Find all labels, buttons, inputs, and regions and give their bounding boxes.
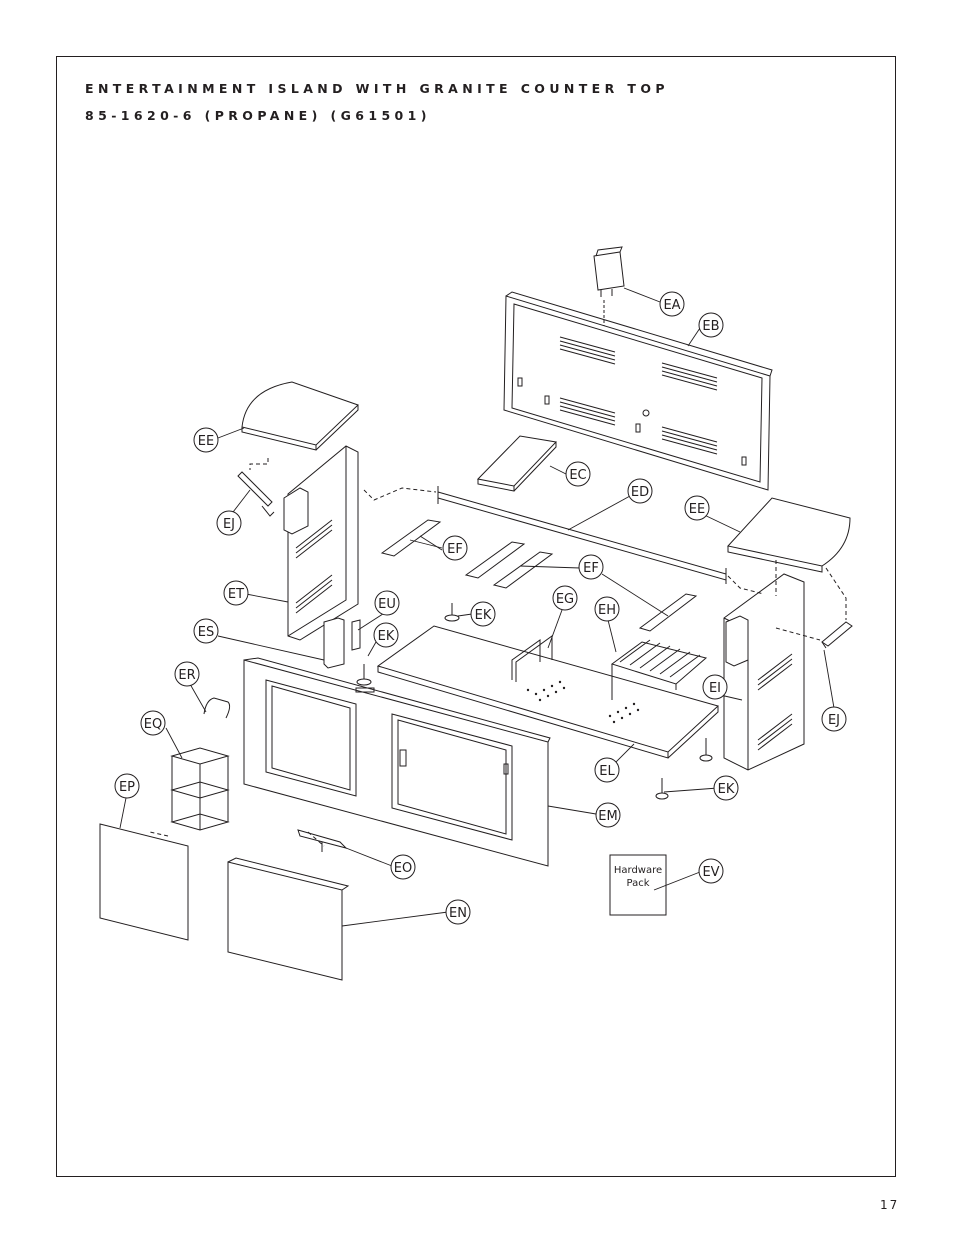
hardware-pack-line1: Hardware: [614, 865, 662, 876]
diagram-subtitle: 85-1620-6 (PROPANE) (G61501): [85, 108, 431, 123]
callout-en: EN: [445, 899, 471, 925]
callout-ee-right: EE: [684, 495, 710, 521]
svg-text:EK: EK: [718, 782, 735, 797]
callout-es: ES: [193, 618, 219, 644]
svg-text:EU: EU: [378, 597, 396, 612]
part-ej-left-bracket: [237, 471, 275, 517]
svg-text:EL: EL: [599, 764, 615, 779]
part-eg-bracket: [511, 635, 553, 682]
callout-ek-2: EK: [373, 622, 399, 648]
callout-eg: EG: [552, 585, 578, 611]
callout-ei: EI: [702, 674, 728, 700]
callout-ep: EP: [114, 773, 140, 799]
svg-text:EJ: EJ: [828, 713, 840, 728]
part-ek-feet: [356, 603, 713, 800]
callout-ef-2: EF: [578, 554, 604, 580]
part-ep-small-door: [99, 823, 189, 941]
part-eo-handle: [297, 829, 348, 852]
svg-text:EK: EK: [475, 608, 492, 623]
page-number: 17: [880, 1198, 900, 1212]
svg-text:EF: EF: [447, 542, 463, 557]
svg-text:EP: EP: [119, 780, 135, 795]
part-ec-shelf: [476, 435, 558, 492]
part-ed-rail: [437, 486, 727, 584]
svg-text:EF: EF: [583, 561, 599, 576]
svg-text:ET: ET: [228, 587, 244, 602]
callouts: EA EB EC ED EE EE EF EF EG EH EI EJ EJ E…: [114, 291, 847, 925]
part-es-box: [323, 617, 345, 669]
hardware-pack: Hardware Pack: [609, 854, 667, 916]
svg-text:ES: ES: [198, 625, 214, 640]
callout-eq: EQ: [140, 710, 166, 736]
part-et-left-panel: [283, 445, 359, 641]
svg-text:EM: EM: [598, 809, 617, 824]
svg-text:EC: EC: [569, 468, 586, 483]
svg-text:EH: EH: [598, 603, 616, 618]
svg-text:EO: EO: [394, 861, 412, 876]
callout-eu: EU: [374, 590, 400, 616]
callout-ee-left: EE: [193, 427, 219, 453]
svg-text:EN: EN: [449, 906, 467, 921]
svg-text:ED: ED: [631, 485, 649, 500]
svg-text:EQ: EQ: [144, 717, 162, 732]
part-eb-back-panel: [503, 291, 773, 491]
page-frame: [56, 56, 896, 1177]
callout-ek-1: EK: [470, 601, 496, 627]
part-ej-right-bracket: [821, 621, 853, 649]
callout-et: ET: [223, 580, 249, 606]
part-en-large-door: [227, 857, 350, 981]
part-ei-right-panel: [723, 573, 805, 771]
callout-eo: EO: [390, 854, 416, 880]
callout-ej-right: EJ: [821, 706, 847, 732]
svg-text:EA: EA: [663, 298, 680, 313]
callout-em: EM: [595, 802, 621, 828]
svg-text:EI: EI: [709, 681, 721, 696]
callout-ej-left: EJ: [216, 510, 242, 536]
svg-text:EE: EE: [198, 434, 214, 449]
part-ee-right-countertop: [727, 497, 851, 573]
callout-ev: EV: [698, 858, 724, 884]
callout-ed: ED: [627, 478, 653, 504]
svg-text:EV: EV: [702, 865, 719, 880]
svg-text:EG: EG: [556, 592, 574, 607]
assembly-guide-lines: [149, 458, 847, 847]
callout-eb: EB: [698, 312, 724, 338]
callout-eh: EH: [594, 596, 620, 622]
svg-text:EK: EK: [378, 629, 395, 644]
part-el-floor-panel: [376, 625, 719, 759]
hardware-pack-line2: Pack: [627, 878, 650, 889]
callout-ek-3: EK: [713, 775, 739, 801]
part-ee-left-countertop: [241, 381, 359, 451]
callout-ea: EA: [659, 291, 685, 317]
svg-text:EE: EE: [689, 502, 705, 517]
callout-er: ER: [174, 661, 200, 687]
part-ea-electrical-box: [593, 246, 625, 326]
part-ef-brackets: [380, 519, 698, 632]
part-eu-bracket: [351, 619, 361, 651]
svg-text:ER: ER: [178, 668, 195, 683]
callout-ec: EC: [565, 461, 591, 487]
part-eh-wire-rack: [610, 639, 708, 700]
svg-text:EB: EB: [702, 319, 719, 334]
part-em-front-frame: [243, 657, 551, 867]
callout-ef-1: EF: [442, 535, 468, 561]
svg-text:EJ: EJ: [223, 517, 235, 532]
callout-el: EL: [594, 757, 620, 783]
part-er-eq-cylinder-rack: [170, 697, 231, 831]
diagram-title: ENTERTAINMENT ISLAND WITH GRANITE COUNTE…: [85, 81, 669, 96]
